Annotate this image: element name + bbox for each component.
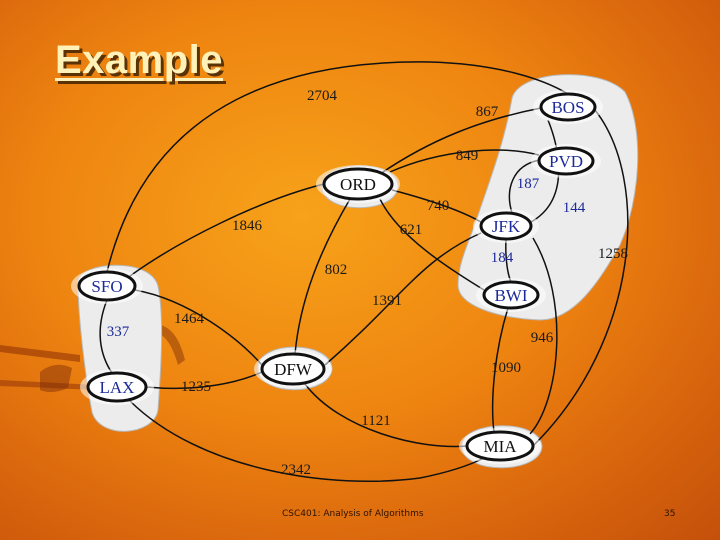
- edge-weight-sfo-bos: 2704: [307, 88, 338, 104]
- edge-weight-ord-pvd: 849: [456, 148, 479, 164]
- edge-weight-jfk-bwi: 184: [491, 250, 514, 266]
- svg-text:ORD: ORD: [340, 175, 376, 194]
- vertex-jfk: JFK: [473, 209, 539, 243]
- edge-weight-lax-dfw: 1235: [181, 379, 211, 395]
- vertex-ord: ORD: [316, 165, 400, 203]
- svg-text:DFW: DFW: [274, 360, 313, 379]
- vertex-lax: LAX: [80, 369, 154, 405]
- edge-weight-bwi-mia: 946: [531, 330, 554, 346]
- svg-text:MIA: MIA: [483, 437, 517, 456]
- edge-weight-dfw-mia: 1121: [361, 413, 390, 429]
- svg-text:JFK: JFK: [492, 217, 521, 236]
- edge-weight-ord-bwi: 621: [400, 222, 423, 238]
- edge-weight-sfo-lax: 337: [107, 324, 130, 340]
- slide-number: 35: [664, 509, 675, 519]
- footer-course-name: CSC401: Analysis of Algorithms: [282, 509, 424, 519]
- edge-weight-lax-mia: 2342: [281, 462, 311, 478]
- edge-weight-jfk-bos: 144: [563, 200, 586, 216]
- svg-text:PVD: PVD: [549, 152, 583, 171]
- vertex-pvd: PVD: [531, 144, 601, 178]
- vertex-bwi: BWI: [476, 278, 546, 312]
- edge-weight-jfk-pvd: 187: [517, 176, 540, 192]
- vertex-dfw: DFW: [254, 350, 332, 388]
- edge-weight-ord-jfk: 740: [427, 198, 450, 214]
- vertex-sfo: SFO: [71, 268, 143, 304]
- svg-text:BWI: BWI: [494, 286, 527, 305]
- edge-weight-jfk-mia: 1090: [491, 360, 521, 376]
- edge-sfo-ord: [130, 184, 324, 276]
- edge-weight-sfo-ord: 1846: [232, 218, 263, 234]
- svg-text:SFO: SFO: [91, 277, 122, 296]
- edge-weight-sfo-dfw: 1464: [174, 311, 205, 327]
- edge-weight-dfw-jfk: 1391: [372, 293, 402, 309]
- svg-text:BOS: BOS: [551, 98, 584, 117]
- edge-weight-ord-bos: 867: [476, 104, 499, 120]
- svg-text:LAX: LAX: [100, 378, 135, 397]
- vertex-mia: MIA: [459, 428, 541, 464]
- edge-weight-ord-dfw: 802: [325, 262, 348, 278]
- edge-weight-bos-mia: 1258: [598, 246, 628, 262]
- vertex-bos: BOS: [533, 90, 603, 124]
- edge-dfw-jfk: [325, 233, 481, 365]
